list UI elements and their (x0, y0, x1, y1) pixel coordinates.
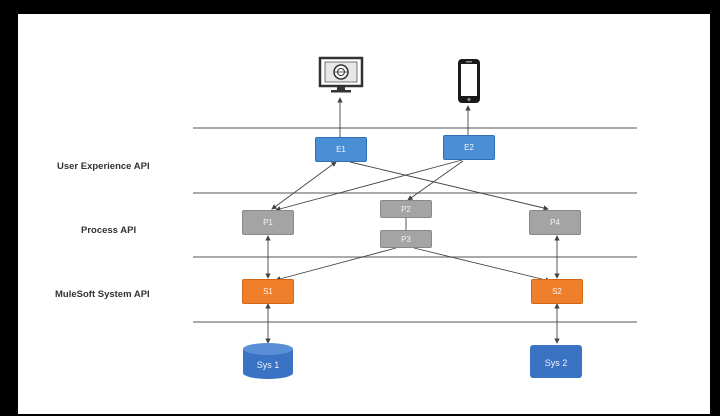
node-s2: S2 (531, 279, 583, 304)
layer-label-process: Process API (81, 225, 137, 236)
mobile-phone-icon (458, 59, 480, 103)
connector-p3-s2 (413, 247, 551, 283)
node-s1: S1 (242, 279, 294, 304)
node-p3: P3 (380, 230, 432, 248)
database-label-sys1: Sys 1 (256, 360, 280, 370)
layer-label-system: MuleSoft System API (55, 289, 150, 300)
connector-p3-s1 (275, 247, 397, 282)
connector-e2-p1 (275, 159, 463, 212)
connector-e2-p2 (407, 160, 464, 201)
node-e2: E2 (443, 135, 495, 160)
connector-e1-p4 (349, 161, 549, 211)
node-p4: P4 (529, 210, 581, 235)
node-p2: P2 (380, 200, 432, 218)
desktop-monitor-icon (318, 56, 364, 93)
database-sys2 (530, 345, 582, 378)
node-e1: E1 (315, 137, 367, 162)
layer-label-experience: User Experience API (57, 161, 150, 172)
database-sys1 (243, 343, 293, 379)
database-label-sys2: Sys 2 (544, 358, 568, 368)
connector-e1-p1 (271, 161, 337, 210)
node-p1: P1 (242, 210, 294, 235)
